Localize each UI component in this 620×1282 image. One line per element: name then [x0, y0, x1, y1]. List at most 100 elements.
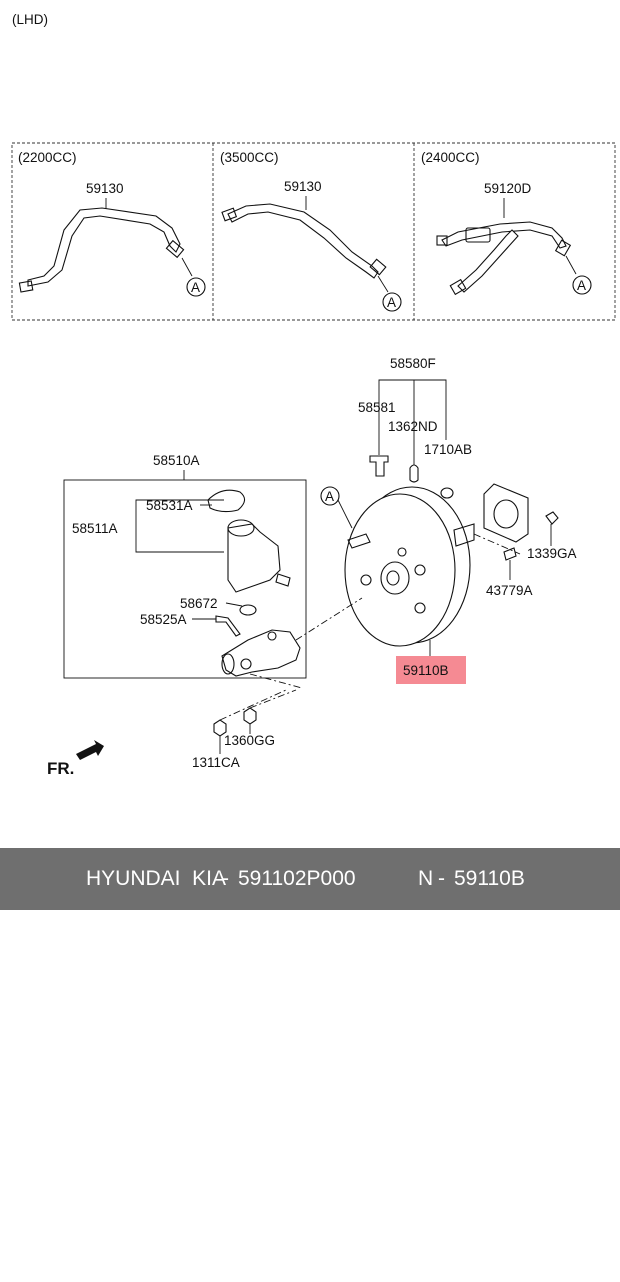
gasket-icon: [440, 487, 454, 499]
mount-hole: [414, 602, 426, 614]
ref-a-label: A: [191, 280, 200, 295]
clip-label: 1362ND: [388, 419, 438, 434]
ref-a-circle: [186, 277, 206, 297]
booster-hub: [380, 561, 410, 595]
gasket-label: 1710AB: [424, 442, 472, 457]
nut-icon: [545, 511, 559, 525]
ref-a-circle: [382, 292, 402, 312]
vacuum-hose-icon: [27, 207, 181, 287]
clevis-pin-label: 58581: [358, 400, 396, 415]
engine-variant-box: (2200CC) 59130 A (3500CC) 59130 A (2400C…: [11, 142, 616, 321]
highlight-box: [396, 656, 466, 684]
mount-hole: [397, 547, 407, 557]
reservoir-outlet: [275, 573, 291, 587]
reservoir-tank-icon: [227, 523, 281, 593]
hose-part-label: 59120D: [484, 181, 532, 196]
hose-clamp-icon: [436, 235, 448, 246]
parts-diagram: (LHD) (2200CC) 59130 A (3500CC) 59130: [11, 12, 616, 778]
grommet-label: 58672: [180, 596, 218, 611]
leader-bracket: [135, 499, 224, 553]
pin-label: 43779A: [486, 583, 533, 598]
booster-hardware-group: 58580F 58581 1362ND 1710AB: [358, 356, 472, 499]
booster-callout: 59110B: [396, 640, 466, 684]
hose-clamp-icon: [165, 239, 185, 259]
master-cylinder-end: [221, 653, 235, 675]
master-cylinder-icon: [221, 629, 301, 677]
hose-clamp-icon: [18, 280, 34, 293]
master-cylinder-port: [240, 658, 252, 670]
leader-line: [377, 275, 389, 293]
engine-panel-2200: (2200CC) 59130 A: [18, 150, 206, 297]
reservoir-cap-icon: [207, 489, 246, 513]
ref-a-label: A: [577, 278, 586, 293]
ref-a-label: A: [387, 295, 396, 310]
ref-a-circle: [320, 486, 340, 506]
engine-label: (3500CC): [220, 150, 279, 165]
leader-line: [337, 499, 353, 529]
ref-a-circle: [572, 275, 592, 295]
nut-upper-label: 1360GG: [224, 733, 275, 748]
vacuum-hose-icon: [227, 203, 379, 279]
leader-line: [225, 602, 243, 607]
highlight-part-label: 59110B: [403, 663, 449, 678]
hose-clamp-icon: [554, 239, 572, 257]
hose-part-label: 59130: [284, 179, 322, 194]
vacuum-hose-icon: [441, 221, 567, 249]
footer-separator: -: [222, 867, 229, 890]
reservoir-assembly: 58510A 58531A 58511A 58672 58525A: [63, 453, 307, 679]
engine-label: (2200CC): [18, 150, 77, 165]
part-number-footer: HYUNDAI KIA - 591102P000 N - 59110B: [0, 848, 620, 910]
cap-label: 58531A: [146, 498, 193, 513]
check-valve-icon: [465, 227, 491, 243]
hose-clamp-icon: [221, 207, 238, 222]
group-part-label: 58580F: [390, 356, 436, 371]
ref-a-label: A: [325, 489, 334, 504]
vacuum-hose-icon: [457, 229, 519, 293]
group-bracket: [378, 379, 447, 455]
ref-label: N: [418, 867, 434, 890]
brake-booster: A: [320, 486, 475, 647]
booster-hub-inner: [386, 570, 400, 586]
part-number-label: 591102P000: [238, 867, 356, 890]
reservoir-neck: [227, 519, 255, 537]
ref-value-label: 59110B: [454, 867, 525, 890]
clevis-pin-icon: [369, 455, 389, 477]
booster-front-shell: [344, 493, 456, 647]
nut-label: 1339GA: [527, 546, 577, 561]
vacuum-port-icon: [347, 533, 371, 549]
reservoir-label: 58511A: [72, 521, 118, 536]
bolt-icon: [215, 615, 241, 637]
grommet-icon: [239, 604, 257, 616]
assembly-line: [219, 689, 287, 721]
assembly-line: [295, 597, 363, 641]
engine-panel-2400: (2400CC) 59120D A: [421, 150, 592, 296]
bolt-label: 58525A: [140, 612, 187, 627]
mount-hole: [360, 574, 372, 586]
front-arrow-icon: [76, 740, 104, 760]
master-cylinder-port: [267, 631, 277, 641]
clip-icon: [409, 464, 419, 483]
engine-panel-3500: (3500CC) 59130 A: [220, 150, 402, 312]
engine-variant-frame: [11, 142, 616, 321]
assembly-line: [249, 689, 297, 709]
assembly-line: [473, 533, 521, 555]
engine-label: (2400CC): [421, 150, 480, 165]
reservoir-assy-label: 58510A: [153, 453, 200, 468]
mount-hole: [414, 564, 426, 576]
front-direction-indicator: FR.: [47, 740, 104, 778]
brand-label: HYUNDAI KIA: [86, 867, 227, 890]
hose-clamp-icon: [369, 258, 387, 276]
front-direction-label: FR.: [47, 759, 74, 778]
leader-line: [565, 255, 577, 275]
leader-line: [181, 257, 193, 277]
assembly-line: [249, 673, 303, 689]
mounting-nuts: 1360GG 1311CA: [192, 689, 297, 770]
gasket-plate-hole: [493, 499, 519, 529]
nut-icon: [243, 707, 257, 725]
pin-icon: [503, 547, 517, 561]
nut-lower-label: 1311CA: [192, 755, 240, 770]
variant-label: (LHD): [12, 12, 48, 27]
hose-part-label: 59130: [86, 181, 124, 196]
mounting-gasket: 1339GA 43779A: [473, 483, 577, 598]
rear-stud-plate: [453, 523, 475, 547]
